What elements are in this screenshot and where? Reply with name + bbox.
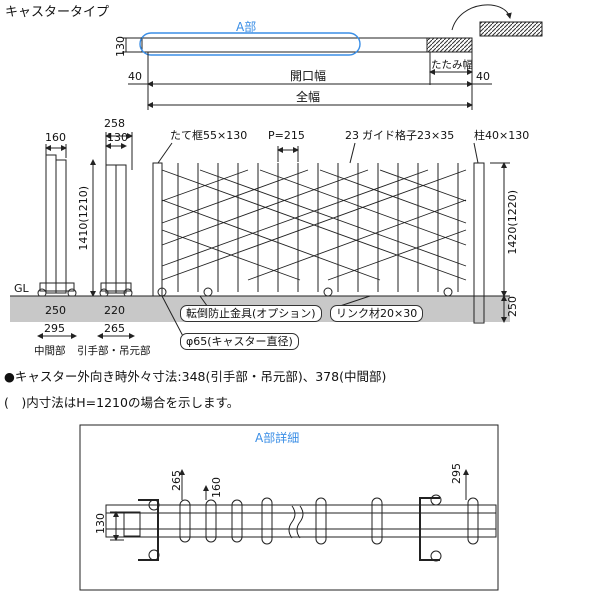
detail-end-frame	[138, 499, 159, 561]
folded-block-moved	[479, 21, 543, 37]
front-view	[152, 142, 510, 341]
handle-base	[100, 282, 132, 292]
detail-title: A部詳細	[255, 431, 300, 445]
link-label: リンク材20×30	[330, 305, 424, 322]
folded-block	[426, 37, 473, 53]
detail-a	[79, 424, 499, 591]
top-rail	[141, 37, 473, 53]
handle-post-a	[105, 164, 117, 294]
middle-post-b	[55, 159, 67, 294]
pitch-label: P=215	[268, 129, 305, 142]
end-frame	[152, 162, 163, 297]
detail-dim-265: 265	[170, 470, 183, 491]
handle-base-inner: 220	[104, 304, 125, 317]
opening-width-label: 開口幅	[290, 69, 327, 83]
post	[473, 162, 485, 324]
top-dim-right-40: 40	[476, 70, 490, 83]
detail-dim-130: 130	[94, 513, 107, 534]
handle-caption: 引手部・吊元部	[77, 345, 151, 357]
middle-base-inner: 250	[45, 304, 66, 317]
detail-a-marker	[139, 32, 361, 56]
lattice-casters	[157, 287, 453, 297]
note-caster-dims: ●キャスター外向き時外々寸法:348(引手部・吊元部)、378(中間部)	[4, 369, 387, 384]
frame-label: たて框55×130	[170, 129, 248, 142]
guide-lattice-label: ガイド格子23×35	[362, 129, 455, 142]
diagram-title: キャスタータイプ	[5, 5, 110, 20]
middle-width-top: 160	[45, 131, 66, 144]
lattice-verticals	[177, 163, 459, 292]
top-dim-130: 130	[114, 36, 127, 57]
top-view	[122, 4, 543, 110]
folded-width-label: たたみ幅	[431, 59, 473, 71]
middle-base	[39, 282, 75, 292]
caster-label: φ65(キャスター直径)	[180, 333, 299, 350]
detail-links	[179, 497, 479, 545]
fold-arrow	[451, 4, 512, 31]
side-height-label: 1410(1210)	[77, 186, 90, 251]
detail-a-marker-label: A部	[236, 20, 257, 34]
handle-post-b	[115, 164, 127, 294]
ground-label: GL	[14, 282, 29, 295]
guide-label: 23	[345, 129, 359, 142]
middle-base-outer: 295	[44, 322, 65, 335]
total-width-label: 全幅	[296, 90, 321, 104]
post-label: 柱40×130	[474, 129, 530, 142]
front-height-label: 1420(1220)	[506, 190, 519, 255]
detail-rail	[105, 504, 497, 538]
middle-caption: 中間部	[34, 345, 66, 357]
top-dim-left-40: 40	[128, 70, 142, 83]
handle-base-outer: 265	[104, 322, 125, 335]
detail-dim-295: 295	[450, 463, 463, 484]
detail-frame	[79, 424, 499, 591]
detail-end-block	[123, 511, 141, 537]
detail-dim-160: 160	[210, 477, 223, 498]
foundation-label: 250	[506, 296, 519, 317]
middle-post-a	[45, 154, 57, 294]
detail-post-frame	[419, 497, 440, 561]
handle-width-inner: 130	[107, 131, 128, 144]
lattice-diagonals	[161, 169, 467, 281]
antifall-label: 転倒防止金具(オプション)	[180, 305, 322, 322]
note-parentheses: ( )内寸法はH=1210の場合を示します。	[4, 395, 240, 410]
handle-width-top: 258	[104, 117, 125, 130]
